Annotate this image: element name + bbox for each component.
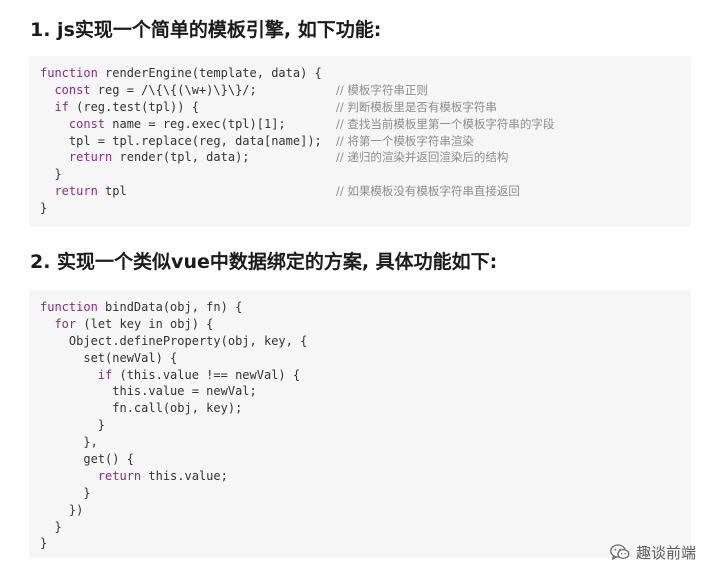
code-comment: // 模板字符串正则	[336, 82, 428, 97]
code-text: this.value = newVal;	[112, 384, 257, 399]
code-line: if (reg.test(tpl)) { // 判断模板里是否有模板字符串	[40, 99, 691, 116]
code-indent	[40, 401, 112, 415]
watermark: 趣谈前端	[610, 542, 696, 563]
code-line: }	[40, 200, 691, 217]
code-line: return tpl // 如果模板没有模板字符串直接返回	[40, 183, 691, 200]
code-line: if (this.value !== newVal) {	[40, 367, 691, 384]
code-indent	[40, 167, 54, 181]
code-text: render(tpl, data);	[112, 150, 250, 165]
code-text: renderEngine(template, data) {	[97, 66, 322, 80]
code-line: }	[40, 485, 691, 502]
code-line: const name = reg.exec(tpl)[1]; // 查找当前模板里…	[40, 116, 691, 133]
code-line: }	[40, 417, 691, 434]
code-line: for (let key in obj) {	[40, 316, 691, 333]
code-indent	[40, 334, 69, 348]
code-text: get() {	[83, 452, 134, 467]
code-text: tpl = tpl.replace(reg, data[name]);	[68, 133, 322, 148]
code-text: },	[83, 435, 98, 450]
watermark-text: 趣谈前端	[635, 544, 696, 562]
code-line: }	[40, 535, 691, 552]
code-line: }	[40, 519, 691, 536]
code-indent	[40, 351, 83, 365]
code-line: set(newVal) {	[40, 350, 691, 367]
code-indent	[40, 150, 69, 164]
code-text: }	[54, 167, 62, 182]
code-indent	[40, 503, 69, 517]
code-text: tpl	[97, 184, 127, 199]
code-indent	[40, 469, 98, 483]
code-keyword: const	[54, 82, 91, 97]
code-block-render-engine: function renderEngine(template, data) { …	[29, 56, 691, 227]
heading-1: 1. js实现一个简单的模板引擎, 如下功能:	[30, 19, 382, 41]
code-line: Object.defineProperty(obj, key, {	[40, 333, 691, 350]
code-comment: // 查找当前模板里第一个模板字符串的字段	[336, 116, 555, 131]
code-text: Object.defineProperty(obj, key, {	[68, 333, 308, 348]
code-line: })	[40, 502, 691, 519]
wechat-icon	[610, 544, 630, 561]
code-indent	[40, 452, 83, 466]
code-text: (reg.test(tpl)) {	[68, 99, 199, 114]
code-indent	[40, 317, 54, 331]
code-keyword: return	[68, 150, 113, 165]
code-text: (let key in obj) {	[76, 316, 214, 331]
code-indent	[40, 520, 54, 534]
code-text: reg = /\{\{(\w+)\}\}/;	[90, 82, 257, 97]
code-indent	[40, 384, 112, 398]
code-line: const reg = /\{\{(\w+)\}\}/; // 模板字符串正则	[40, 82, 691, 99]
code-line: get() {	[40, 451, 691, 468]
code-line: function bindData(obj, fn) {	[40, 299, 691, 316]
code-text: }	[83, 485, 91, 500]
code-text: bindData(obj, fn) {	[97, 300, 243, 314]
code-indent	[40, 184, 54, 198]
code-comment: // 递归的渲染并返回渲染后的结构	[336, 150, 509, 165]
code-comment: // 判断模板里是否有模板字符串	[336, 99, 497, 114]
code-line: function renderEngine(template, data) {	[40, 65, 691, 82]
code-indent	[40, 486, 83, 500]
code-line: fn.call(obj, key);	[40, 400, 691, 417]
code-indent	[40, 418, 98, 432]
code-keyword: return	[97, 468, 142, 483]
code-text: name = reg.exec(tpl)[1];	[105, 116, 286, 131]
code-text: set(newVal) {	[83, 350, 178, 365]
code-line: return this.value;	[40, 468, 691, 485]
code-indent	[40, 368, 98, 382]
code-keyword: if	[54, 99, 69, 114]
code-text: }	[40, 201, 48, 216]
code-text: })	[68, 502, 84, 517]
code-keyword: function	[40, 300, 98, 314]
code-indent	[40, 100, 54, 114]
code-line: return render(tpl, data); // 递归的渲染并返回渲染后的…	[40, 149, 691, 166]
code-comment: // 将第一个模板字符串渲染	[336, 133, 474, 148]
code-text: }	[54, 519, 62, 534]
code-indent	[40, 117, 69, 131]
code-text: (this.value !== newVal) {	[112, 367, 301, 382]
code-text: }	[97, 418, 106, 433]
code-indent	[40, 435, 83, 449]
code-block-bind-data: function bindData(obj, fn) { for (let ke…	[29, 290, 691, 558]
code-line: this.value = newVal;	[40, 383, 691, 400]
code-line: tpl = tpl.replace(reg, data[name]); // 将第…	[40, 133, 691, 150]
code-indent	[40, 83, 54, 97]
code-keyword: for	[54, 316, 77, 331]
code-keyword: function	[40, 66, 98, 80]
code-keyword: if	[97, 367, 113, 382]
code-text: }	[40, 536, 48, 551]
code-text: this.value;	[141, 468, 228, 483]
code-keyword: return	[54, 184, 98, 199]
code-line: }	[40, 166, 691, 183]
code-indent	[40, 134, 69, 148]
code-line: },	[40, 434, 691, 451]
code-text: fn.call(obj, key);	[112, 401, 243, 416]
heading-2: 2. 实现一个类似vue中数据绑定的方案, 具体功能如下:	[30, 251, 498, 273]
code-comment: // 如果模板没有模板字符串直接返回	[336, 184, 520, 199]
code-keyword: const	[68, 116, 106, 131]
